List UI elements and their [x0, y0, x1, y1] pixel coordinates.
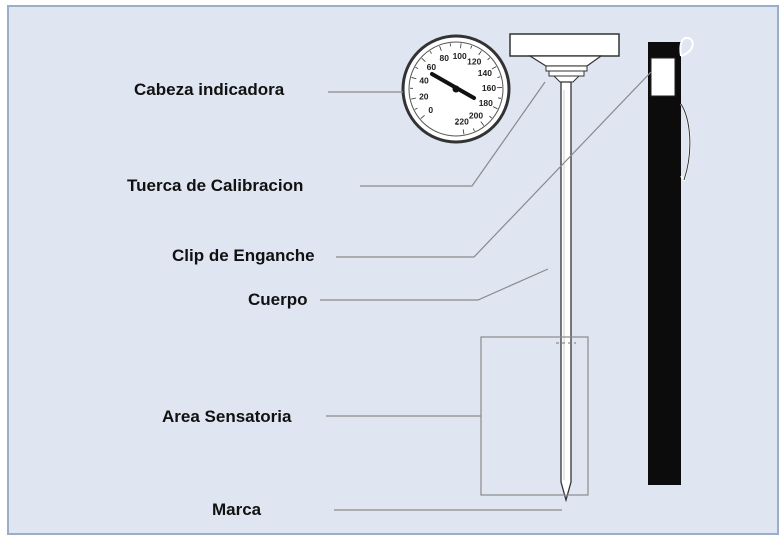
leader-clip	[336, 71, 652, 258]
leader-body	[320, 268, 549, 301]
dial-tick	[429, 50, 432, 54]
dial-needle	[430, 72, 476, 100]
thermometer-head	[509, 33, 620, 83]
dial-tick	[480, 121, 485, 126]
dial-tick	[497, 76, 501, 78]
dial-ticks	[409, 43, 502, 135]
dial-tick	[415, 66, 419, 70]
dial-scale-number: 0	[428, 105, 433, 115]
dial-scale-number: 100	[453, 51, 467, 61]
dial-scale-number: 160	[482, 83, 496, 93]
dial-scale-number: 220	[455, 116, 469, 126]
dial-tick	[439, 45, 442, 51]
dial-tick	[498, 97, 502, 99]
sleeve-clip-outline	[680, 103, 691, 181]
leader-nut	[360, 81, 546, 187]
leader-lines	[320, 71, 652, 511]
sleeve-body	[648, 42, 681, 485]
dial-scale-number: 120	[467, 57, 481, 67]
dial-tick	[411, 97, 417, 100]
dial-tick	[470, 45, 473, 49]
protective-sleeve	[648, 36, 694, 485]
dial-tick	[462, 129, 465, 135]
dial-tick	[487, 57, 491, 61]
label-sensing-area: Area Sensatoria	[162, 407, 292, 426]
dial-scale-number: 20	[419, 91, 429, 101]
stem-outline	[560, 81, 572, 503]
dial-tick	[411, 77, 417, 80]
dial-tick	[489, 115, 492, 119]
dial-scale-number: 40	[419, 76, 429, 86]
dial-scale-number: 60	[427, 62, 437, 72]
head-neck	[552, 75, 581, 83]
dial-tick	[492, 106, 498, 110]
dial-tick	[414, 107, 418, 110]
dial-unit: °	[456, 122, 459, 130]
dial-scale-number: 80	[439, 53, 449, 63]
dial-pivot	[452, 85, 460, 93]
sleeve-window	[650, 57, 676, 97]
label-head: Cabeza indicadora	[134, 80, 285, 99]
dial-scale-number: 140	[478, 68, 492, 78]
label-clip: Clip de Enganche	[172, 246, 315, 265]
dial-tick	[421, 58, 426, 62]
label-mark: Marca	[212, 500, 262, 519]
dial-tick	[472, 128, 475, 132]
dial-scale-number: 200	[469, 110, 483, 120]
label-body: Cuerpo	[248, 290, 308, 309]
dial-tick	[478, 50, 482, 56]
calibration-nut	[545, 65, 588, 72]
dial-tick	[420, 115, 425, 119]
dial-tick	[491, 66, 497, 70]
thermometer-stem	[556, 81, 576, 503]
dial-tick	[460, 43, 462, 49]
head-cap	[509, 33, 620, 57]
label-calibration-nut: Tuerca de Calibracion	[127, 176, 304, 195]
dial-scale-number: 180	[479, 98, 493, 108]
nut-ring-2	[548, 70, 585, 77]
